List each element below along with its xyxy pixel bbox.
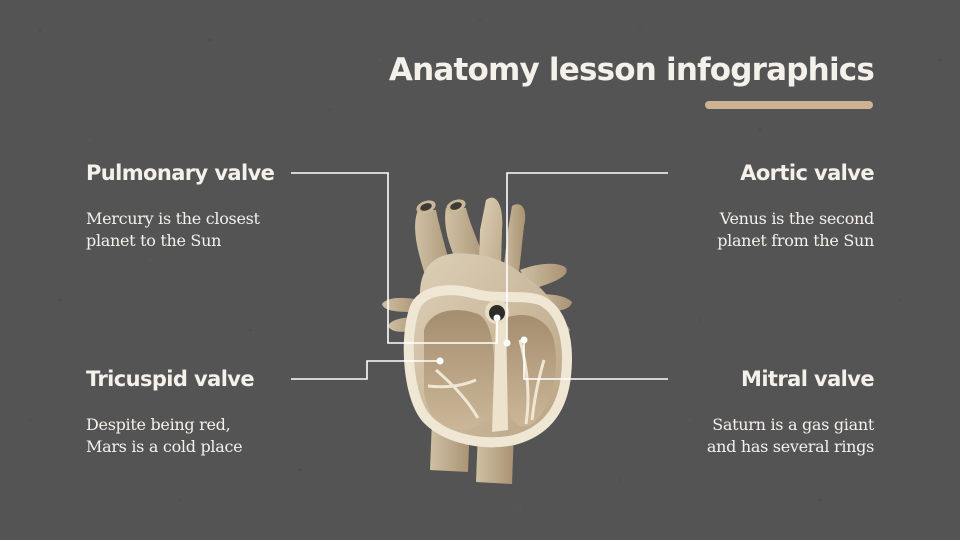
mitral-description-line2: and has several rings	[706, 437, 874, 456]
pulmonary-valve-label: Pulmonary valve	[86, 161, 275, 185]
title-underline	[705, 101, 873, 109]
tricuspid-description-line2: Mars is a cold place	[86, 437, 243, 456]
heart-cross-section-icon	[382, 197, 572, 484]
page-title: Anatomy lesson infographics	[388, 52, 875, 88]
mitral-valve-label: Mitral valve	[741, 367, 875, 391]
pulmonary-description-line1: Mercury is the closest	[86, 209, 260, 228]
tricuspid-connector	[291, 360, 440, 380]
mitral-description-line1: Saturn is a gas giant	[712, 415, 874, 434]
aortic-description-line1: Venus is the second	[719, 209, 875, 228]
aortic-description-line2: planet from the Sun	[717, 231, 874, 250]
pulmonary-valve-description: Mercury is the closest planet to the Sun	[86, 208, 260, 252]
mitral-marker	[520, 336, 528, 344]
tricuspid-marker	[436, 357, 444, 365]
aortic-valve-description: Venus is the second planet from the Sun	[717, 208, 874, 252]
pulmonary-connector	[291, 172, 498, 344]
aortic-marker	[503, 339, 511, 347]
tricuspid-valve-label: Tricuspid valve	[86, 367, 255, 391]
mitral-connector	[523, 340, 668, 380]
connector-lines	[291, 172, 668, 380]
tricuspid-valve-description: Despite being red, Mars is a cold place	[86, 414, 243, 458]
aortic-valve-label: Aortic valve	[740, 161, 874, 185]
tricuspid-description-line1: Despite being red,	[86, 415, 231, 434]
aortic-connector	[506, 172, 668, 343]
pulmonary-marker	[493, 314, 501, 322]
pulmonary-description-line2: planet to the Sun	[86, 231, 222, 250]
mitral-valve-description: Saturn is a gas giant and has several ri…	[707, 414, 874, 458]
